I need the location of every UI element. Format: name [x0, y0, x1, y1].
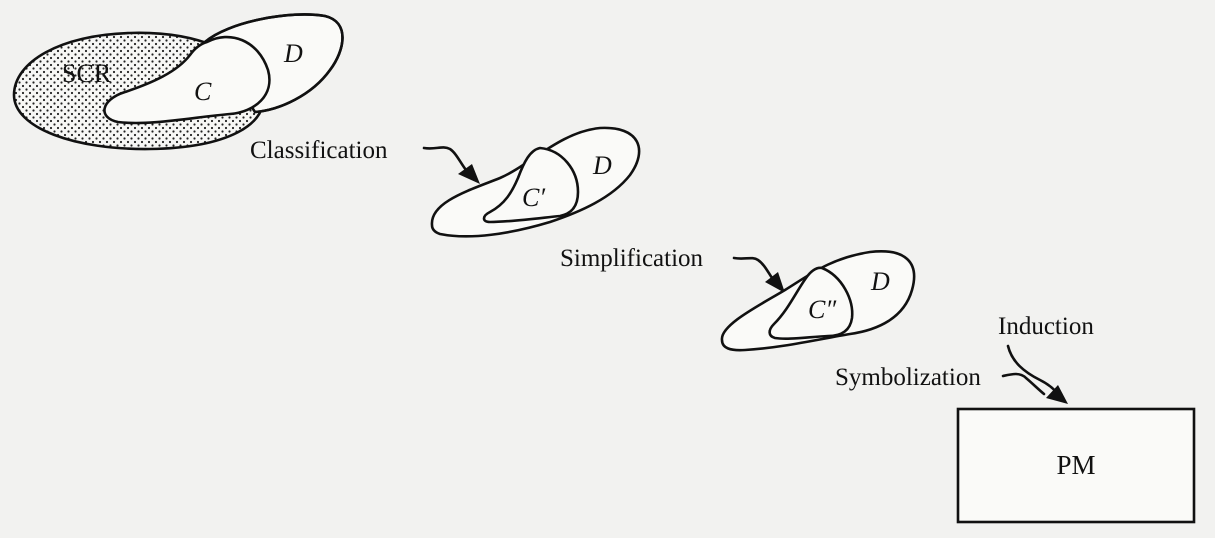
- c-region: [103, 35, 271, 125]
- d-label-3: D: [870, 267, 890, 296]
- simplification-arrowhead: [765, 272, 785, 293]
- c-double-prime-region: [768, 266, 854, 340]
- d-label-2: D: [592, 151, 612, 180]
- induction-label: Induction: [998, 313, 1094, 340]
- d-overlap-outline: [203, 13, 344, 114]
- symbolization-arrowhead: [1046, 385, 1068, 404]
- symbolization-label: Symbolization: [835, 364, 981, 391]
- induction-arrow: [1006, 344, 1060, 396]
- c-double-prime-label: C″: [808, 295, 837, 324]
- pm-rectangle: [956, 407, 1196, 524]
- classification-arrow: [422, 146, 468, 172]
- classification-label: Classification: [250, 137, 388, 164]
- symbolization-arrow: [1001, 372, 1046, 396]
- c-prime-label: C′: [522, 183, 545, 212]
- d-label-1: D: [283, 39, 303, 68]
- simplification-label: Simplification: [560, 245, 704, 272]
- c-prime-region: [482, 146, 580, 224]
- classification-arrowhead: [458, 164, 480, 184]
- stage-original: SCR C D: [12, 13, 344, 151]
- simplification-arrow: [732, 256, 774, 280]
- stage-simplified: C″ D: [720, 250, 916, 352]
- c-label: C: [194, 77, 212, 106]
- pm-box: PM: [956, 407, 1196, 524]
- stage-classified: C′ D: [430, 126, 641, 238]
- scr-label: SCR: [62, 59, 112, 88]
- pm-label: PM: [1056, 450, 1095, 480]
